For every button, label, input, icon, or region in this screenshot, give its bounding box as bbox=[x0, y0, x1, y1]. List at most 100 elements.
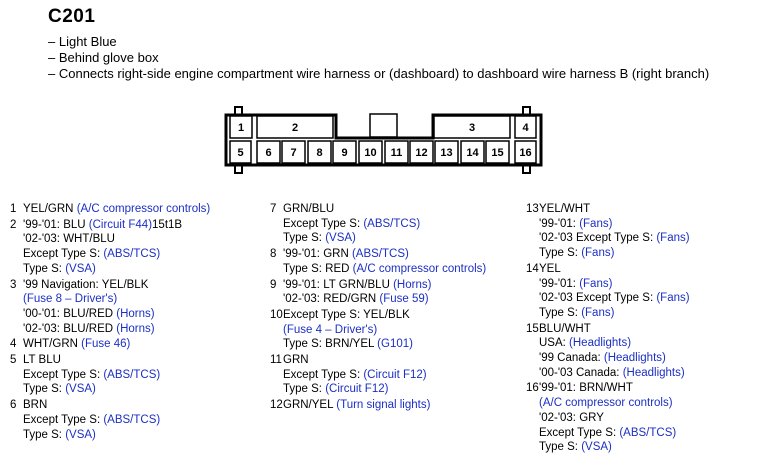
circuit-reference-link[interactable]: (Headlights) bbox=[569, 337, 632, 350]
circuit-reference-link[interactable]: (A/C compressor controls) bbox=[539, 397, 673, 410]
circuit-reference-link[interactable]: (Horns) bbox=[116, 322, 155, 335]
circuit-reference-link[interactable]: (Headlights) bbox=[622, 366, 685, 379]
pin-entry-line: Except Type S: (ABS/TCS) bbox=[283, 217, 486, 232]
pin-number: 4 bbox=[10, 338, 17, 351]
pin-entry-line: Type S: (Fans) bbox=[539, 246, 690, 261]
pin-number: 14 bbox=[526, 262, 539, 275]
pin-label-11: 11 bbox=[391, 147, 403, 159]
circuit-reference-link[interactable]: (Circuit F44) bbox=[88, 218, 153, 231]
pin-entry-line: WHT/GRN (Fuse 46) bbox=[23, 337, 210, 352]
pin-entry-line: Type S: (VSA) bbox=[283, 231, 486, 246]
wire-description: Type S: bbox=[539, 441, 582, 454]
wire-description: '00-'01: BLU/RED bbox=[23, 307, 117, 320]
pin-number: 15 bbox=[526, 322, 539, 335]
wire-description: '99-'01: LT GRN/BLU bbox=[283, 278, 394, 291]
wire-description: '99-'01: bbox=[539, 217, 580, 230]
pin-entry-line: YEL/GRN (A/C compressor controls) bbox=[23, 202, 210, 217]
connector-key bbox=[369, 113, 398, 138]
circuit-reference-link[interactable]: (Fuse 46) bbox=[81, 338, 131, 351]
circuit-reference-link[interactable]: (ABS/TCS) bbox=[103, 248, 161, 261]
circuit-reference-link[interactable]: (A/C compressor controls) bbox=[76, 203, 211, 215]
circuit-reference-link[interactable]: (Fans) bbox=[656, 292, 690, 305]
wire-description: 15t1B bbox=[152, 218, 183, 231]
circuit-reference-link[interactable]: (Circuit F12) bbox=[363, 368, 427, 381]
circuit-reference-link[interactable]: (ABS/TCS) bbox=[103, 368, 161, 381]
pin-cavity-10 bbox=[358, 140, 383, 164]
circuit-reference-link[interactable]: (G101) bbox=[377, 338, 413, 351]
pin-entry-line: '99-'01: BLU (Circuit F44)15t1B bbox=[23, 218, 210, 233]
circuit-reference-link[interactable]: (VSA) bbox=[65, 383, 96, 396]
wire-description: '99 Canada: bbox=[539, 352, 604, 365]
circuit-reference-link[interactable]: (ABS/TCS) bbox=[103, 413, 161, 426]
circuit-reference-link[interactable]: (VSA) bbox=[65, 262, 96, 275]
pin-entry-line: '02-'03: BLU/RED (Horns) bbox=[23, 322, 210, 337]
wire-description: USA: bbox=[539, 337, 570, 350]
pin-entry-line: '99-'01: BRN/WHT bbox=[539, 381, 690, 396]
pin-cavity-16 bbox=[514, 140, 537, 164]
circuit-reference-link[interactable]: (ABS/TCS) bbox=[363, 217, 421, 230]
circuit-reference-link[interactable]: (Headlights) bbox=[603, 352, 666, 365]
circuit-reference-link[interactable]: (Fans) bbox=[656, 232, 690, 245]
pin-entry-line: Except Type S: (Circuit F12) bbox=[283, 368, 486, 383]
circuit-reference-link[interactable]: (Fans) bbox=[579, 217, 613, 230]
circuit-reference-link[interactable]: (Fuse 4 – Driver's) bbox=[283, 323, 378, 336]
pin-entry-line: Except Type S: YEL/BLK bbox=[283, 308, 486, 323]
pin-cavity-8 bbox=[307, 140, 332, 164]
circuit-reference-link[interactable]: (ABS/TCS) bbox=[619, 426, 677, 439]
pin-entry-line: '02-'03 Except Type S: (Fans) bbox=[539, 231, 690, 246]
pin-entry-line: (Fuse 4 – Driver's) bbox=[283, 323, 486, 338]
pin-label-10: 10 bbox=[364, 147, 376, 159]
circuit-reference-link[interactable]: (Fuse 59) bbox=[379, 293, 429, 306]
wire-description: Except Type S: bbox=[283, 368, 364, 381]
pin-cavity-9 bbox=[332, 140, 357, 164]
wire-description: YEL/WHT bbox=[539, 203, 591, 215]
wire-description: Type S: bbox=[283, 383, 326, 396]
circuit-reference-link[interactable]: (ABS/TCS) bbox=[351, 248, 409, 261]
wire-description: Type S: bbox=[283, 232, 326, 245]
pin-entry-line: '02-'03 Except Type S: (Fans) bbox=[539, 291, 690, 306]
wire-description: '02-'03 Except Type S: bbox=[539, 232, 657, 245]
circuit-reference-link[interactable]: (Fans) bbox=[579, 277, 613, 290]
circuit-reference-link[interactable]: (Horns) bbox=[116, 307, 155, 320]
pin-entry-line: '99-'01: LT GRN/BLU (Horns) bbox=[283, 278, 486, 293]
wire-description: BRN bbox=[23, 399, 48, 412]
circuit-reference-link[interactable]: (A/C compressor controls) bbox=[352, 262, 487, 275]
location-note: – Behind glove box bbox=[48, 50, 159, 65]
pin-entry-line: Type S: (VSA) bbox=[539, 440, 690, 455]
pin-label-13: 13 bbox=[440, 147, 452, 159]
pin-cavity-15 bbox=[485, 140, 510, 164]
wire-description: '02-'03: BLU/RED bbox=[23, 322, 117, 335]
pin-label-12: 12 bbox=[415, 147, 427, 159]
pin-cavity-12 bbox=[409, 140, 434, 164]
pin-entry-line: (Fuse 8 – Driver's) bbox=[23, 292, 210, 307]
pin-entry-line: '02-'03: GRY bbox=[539, 411, 690, 426]
circuit-reference-link[interactable]: (Horns) bbox=[393, 278, 432, 291]
wire-description: Type S: RED bbox=[283, 262, 353, 275]
wire-description: '99 Navigation: YEL/BLK bbox=[23, 278, 149, 291]
pin-entry-2: 2'99-'01: BLU (Circuit F44)15t1B'02-'03:… bbox=[10, 218, 210, 277]
wire-description: Except Type S: bbox=[283, 217, 364, 230]
pin-cavity-13 bbox=[434, 140, 459, 164]
pin-entry-line: Type S: (VSA) bbox=[23, 262, 210, 277]
wire-description: Type S: BRN/YEL bbox=[283, 338, 378, 351]
wire-description: Except Type S: bbox=[539, 426, 620, 439]
connector-title: C201 bbox=[48, 6, 96, 27]
pin-label-15: 15 bbox=[491, 147, 503, 159]
circuit-reference-link[interactable]: (Turn signal lights) bbox=[336, 399, 431, 412]
circuit-reference-link[interactable]: (VSA) bbox=[325, 232, 356, 245]
circuit-reference-link[interactable]: (Fans) bbox=[581, 247, 615, 260]
circuit-reference-link[interactable]: (Fuse 8 – Driver's) bbox=[23, 293, 118, 306]
circuit-reference-link[interactable]: (VSA) bbox=[65, 428, 96, 441]
circuit-reference-link[interactable]: (VSA) bbox=[581, 441, 612, 454]
wire-description: LT BLU bbox=[23, 354, 61, 367]
circuit-reference-link[interactable]: (Circuit F12) bbox=[325, 383, 389, 396]
circuit-reference-link[interactable]: (Fans) bbox=[581, 306, 615, 319]
pin-entry-line: BRN bbox=[23, 398, 210, 413]
